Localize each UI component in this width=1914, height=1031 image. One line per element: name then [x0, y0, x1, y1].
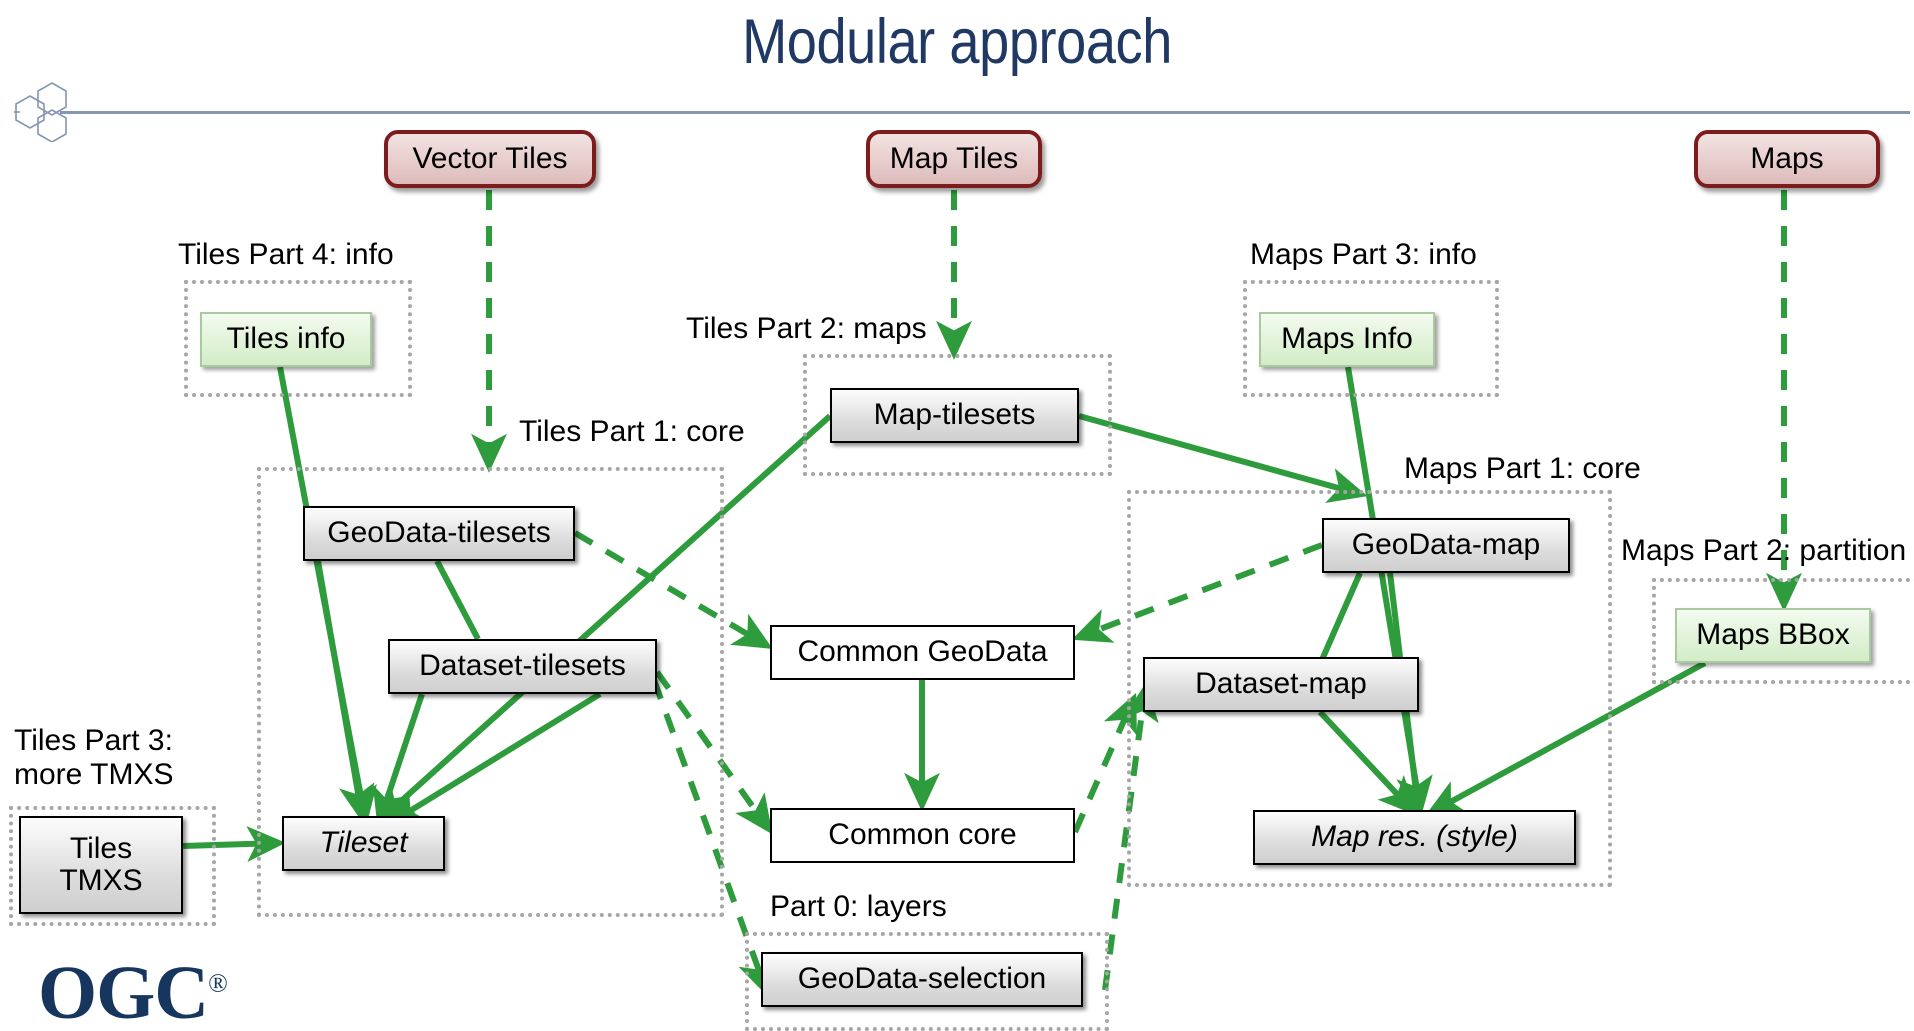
node-geodata-tilesets[interactable]: GeoData-tilesets — [303, 506, 575, 561]
group-box-maps-part-2 — [1652, 578, 1914, 684]
node-maps-bbox[interactable]: Maps BBox — [1675, 608, 1871, 663]
source-node-maps[interactable]: Maps — [1694, 130, 1880, 188]
node-tileset[interactable]: Tileset — [282, 816, 445, 871]
group-box-maps-part-1 — [1127, 490, 1612, 887]
node-geodata-map[interactable]: GeoData-map — [1322, 518, 1570, 573]
group-box-part-0 — [745, 932, 1109, 1031]
node-common-core[interactable]: Common core — [770, 808, 1075, 863]
group-box-tiles-part-4 — [184, 280, 412, 397]
group-box-tiles-part-1 — [257, 467, 724, 917]
node-map-tilesets[interactable]: Map-tilesets — [830, 388, 1079, 443]
header-divider — [60, 111, 1910, 114]
group-box-maps-part-3 — [1243, 280, 1499, 397]
node-label-maps-info: Maps Info — [1281, 322, 1413, 356]
node-label-dataset-map: Dataset-map — [1195, 667, 1367, 701]
source-node-label-vector-tiles: Vector Tiles — [412, 141, 568, 175]
source-node-vector-tiles[interactable]: Vector Tiles — [384, 130, 596, 188]
edge-maptilesets-to-mapspart1 — [1078, 413, 1368, 503]
source-node-label-maps: Maps — [1750, 141, 1824, 175]
hexagon-decoration-icon — [14, 82, 67, 142]
registered-mark-icon: ® — [208, 968, 228, 998]
page-title: Modular approach — [742, 7, 1172, 77]
node-dataset-tilesets[interactable]: Dataset-tilesets — [388, 639, 657, 694]
group-label-tiles-part-2: Tiles Part 2: maps — [686, 312, 927, 345]
source-node-label-map-tiles: Map Tiles — [889, 141, 1019, 175]
node-dataset-map[interactable]: Dataset-map — [1143, 657, 1419, 712]
node-label-geodata-tilesets: GeoData-tilesets — [327, 516, 551, 550]
ogc-logo: OGC® — [38, 955, 228, 1031]
node-label-geodata-map: GeoData-map — [1351, 528, 1541, 562]
group-box-tiles-part-2 — [803, 354, 1112, 476]
node-maps-info[interactable]: Maps Info — [1259, 312, 1435, 367]
node-common-geodata[interactable]: Common GeoData — [770, 625, 1075, 680]
node-label-dataset-tilesets: Dataset-tilesets — [419, 649, 626, 683]
group-label-maps-part-2: Maps Part 2: partition — [1621, 534, 1907, 567]
group-label-tiles-part-4: Tiles Part 4: info — [178, 238, 394, 271]
group-box-tiles-part-3 — [9, 806, 216, 926]
node-label-common-core: Common core — [828, 818, 1017, 852]
group-label-maps-part-1: Maps Part 1: core — [1404, 452, 1641, 485]
node-label-common-geodata: Common GeoData — [797, 635, 1048, 669]
ogc-logo-text: OGC — [38, 951, 209, 1031]
edge-commoncore-to-mapspart1 — [1072, 692, 1137, 834]
node-map-res-style[interactable]: Map res. (style) — [1253, 810, 1576, 865]
node-label-maps-bbox: Maps BBox — [1696, 618, 1850, 652]
node-label-tiles-info: Tiles info — [226, 322, 346, 356]
group-label-tiles-part-1: Tiles Part 1: core — [519, 415, 745, 448]
group-label-tiles-part-3: Tiles Part 3:more TMXS — [14, 724, 174, 791]
node-geodata-selection[interactable]: GeoData-selection — [761, 952, 1083, 1007]
node-label-map-tilesets: Map-tilesets — [873, 398, 1036, 432]
group-label-maps-part-3: Maps Part 3: info — [1250, 238, 1477, 271]
source-node-map-tiles[interactable]: Map Tiles — [866, 130, 1042, 188]
group-label-part-0: Part 0: layers — [770, 890, 947, 923]
node-label-map-res-style: Map res. (style) — [1311, 820, 1518, 854]
node-label-tileset: Tileset — [319, 826, 408, 860]
node-label-geodata-selection: GeoData-selection — [797, 962, 1047, 996]
node-tiles-info[interactable]: Tiles info — [200, 312, 372, 367]
